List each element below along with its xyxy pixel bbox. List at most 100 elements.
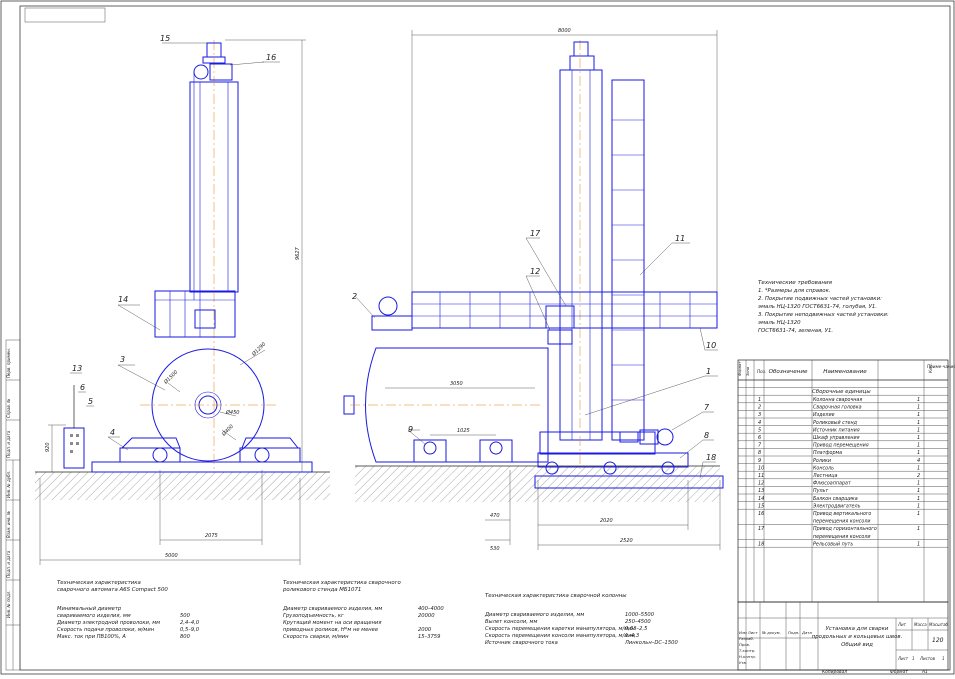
- table-cell-name: Изделие: [813, 412, 835, 418]
- drive-17: [545, 305, 575, 329]
- spec-row-value: 15–3759: [418, 634, 440, 640]
- table-header: Обозначение: [769, 369, 808, 375]
- table-cell-pos: 7: [758, 443, 762, 449]
- table-cell-name: перемещения консоли: [813, 520, 871, 525]
- table-cell-qty: 1: [917, 526, 920, 532]
- callout-number: 17: [530, 229, 541, 238]
- table-cell-pos: 6: [758, 435, 761, 441]
- side-stamp-label: Взам. инв. №: [6, 511, 11, 538]
- welding-head-2-gauge: [378, 296, 398, 316]
- dimension-label: 530: [490, 546, 500, 552]
- table-cell-qty: 1: [917, 405, 920, 411]
- table-cell-pos: 15: [758, 503, 764, 509]
- left-view: [35, 40, 330, 500]
- table-cell-qty: 1: [917, 541, 920, 547]
- spec-row-value: 2000: [418, 627, 432, 633]
- callout-number: 15: [160, 34, 170, 43]
- drawing-title: продольных и кольцевых швов.: [812, 634, 903, 640]
- table-cell-name: перемещения консоли: [813, 535, 871, 540]
- callout-number: 9: [408, 425, 413, 434]
- table-cell-pos: 14: [758, 496, 764, 502]
- dimension-label: 3050: [450, 381, 463, 387]
- dimension-label: Ø450: [225, 409, 239, 416]
- drawing-title: Общий вид: [841, 642, 873, 648]
- spec-row-label: Диаметр электродной проволоки, мм: [56, 620, 160, 626]
- drive-7: [656, 428, 674, 446]
- side-stamp-dividers: [6, 379, 20, 670]
- mass-label: Масса: [914, 622, 927, 627]
- ground-right: [355, 466, 720, 502]
- table-cell-qty: 1: [917, 488, 920, 494]
- table-cell-qty: 1: [917, 503, 920, 509]
- table-header: Наименование: [823, 369, 867, 375]
- table-cell-pos: 13: [758, 488, 764, 494]
- spec-title: Техническая характеристика: [57, 580, 141, 586]
- title-block-row-label: Н.контр.: [739, 654, 756, 659]
- title-block-col-label: Подп.: [788, 630, 800, 635]
- callout-number: 7: [704, 403, 710, 412]
- side-stamp-label: Справ. №: [6, 399, 11, 418]
- format-value: А1: [921, 669, 928, 675]
- table-cell-qty: 1: [917, 443, 920, 449]
- sheets-number: 1: [942, 656, 945, 661]
- spec-row-value: Линкольн–DC–1500: [624, 640, 678, 646]
- table-cell-name: Привод горизонтального: [813, 526, 877, 532]
- tech-req-line: 3. Покрытие неподвижных частей установки…: [758, 312, 889, 318]
- title-block-col-label: Дата: [801, 630, 813, 635]
- tech-req-line: 2. Покрытие подвижных частей установки:: [758, 296, 882, 302]
- scale-label: Масштаб: [929, 622, 949, 627]
- table-cell-pos: 5: [758, 427, 761, 433]
- table-cell-qty: 1: [917, 427, 920, 433]
- rollers-9-b: [479, 439, 513, 463]
- callout-number: 18: [706, 453, 716, 462]
- spec-title: роликового стенда МБ1071: [282, 587, 361, 593]
- title-block-row-label: Изм Лист: [739, 630, 758, 635]
- table-cell-qty: 1: [917, 412, 920, 418]
- title-block-row-label: Пров.: [739, 642, 750, 647]
- title-block-row-label: Т.контр.: [739, 648, 755, 653]
- spec-row-value: 250–4500: [625, 619, 651, 625]
- spec-row-label: Крутящий момент на оси вращения: [283, 620, 381, 626]
- table-cell-qty: 4: [917, 458, 920, 464]
- table-cell-pos: 9: [758, 458, 761, 464]
- callout-number: 14: [118, 295, 128, 304]
- callout-number: 4: [110, 428, 115, 437]
- table-cell-qty: 1: [917, 450, 920, 456]
- table-cell-qty: 1: [917, 481, 920, 487]
- table-cell-name: Электродвигатель: [812, 503, 861, 509]
- table-cell-name: Консоль: [813, 465, 834, 471]
- callout-number: 10: [706, 341, 716, 350]
- side-stamp-label: Подп. и дата: [6, 550, 11, 578]
- table-cell-name: Пульт: [813, 488, 828, 494]
- spec-row-value: 0,63–2,5: [625, 626, 648, 632]
- table-header: Формат: [738, 361, 742, 376]
- table-cell-pos: 16: [758, 511, 764, 517]
- title-block-row-label: Разраб.: [739, 636, 754, 641]
- title-block-col-label: № докум.: [761, 630, 781, 635]
- pendant-13: [63, 427, 85, 469]
- roller-stand-4-right: [239, 447, 301, 463]
- table-cell-pos: 3: [758, 412, 761, 418]
- table-cell-pos: 2: [758, 405, 761, 411]
- spec-row-label: свариваемого изделия, мм: [57, 613, 131, 619]
- tech-req-line: эмаль НЦ-1320: [758, 320, 801, 326]
- table-cell-name: Колонна сварочная: [813, 397, 862, 403]
- table-cell-pos: 17: [758, 526, 765, 532]
- table-cell-name: Привод вертикального: [813, 511, 871, 517]
- right-view: [343, 40, 724, 502]
- tech-req-line: эмаль НЦ-1320 ГОСТ6631-74, голубая, У1.: [758, 304, 877, 310]
- table-header: Кол.: [928, 363, 934, 373]
- tech-req-line: 1. *Размеры для справок.: [758, 288, 831, 294]
- sheet-label: Лист: [897, 656, 909, 661]
- welding-head-2: [371, 315, 413, 331]
- table-cell-name: Ролики: [813, 458, 831, 464]
- spec-title: Техническая характеристика сварочного: [283, 580, 402, 586]
- column-base: [539, 431, 656, 455]
- table-cell-pos: 11: [758, 473, 764, 479]
- balcony-14: [154, 290, 236, 338]
